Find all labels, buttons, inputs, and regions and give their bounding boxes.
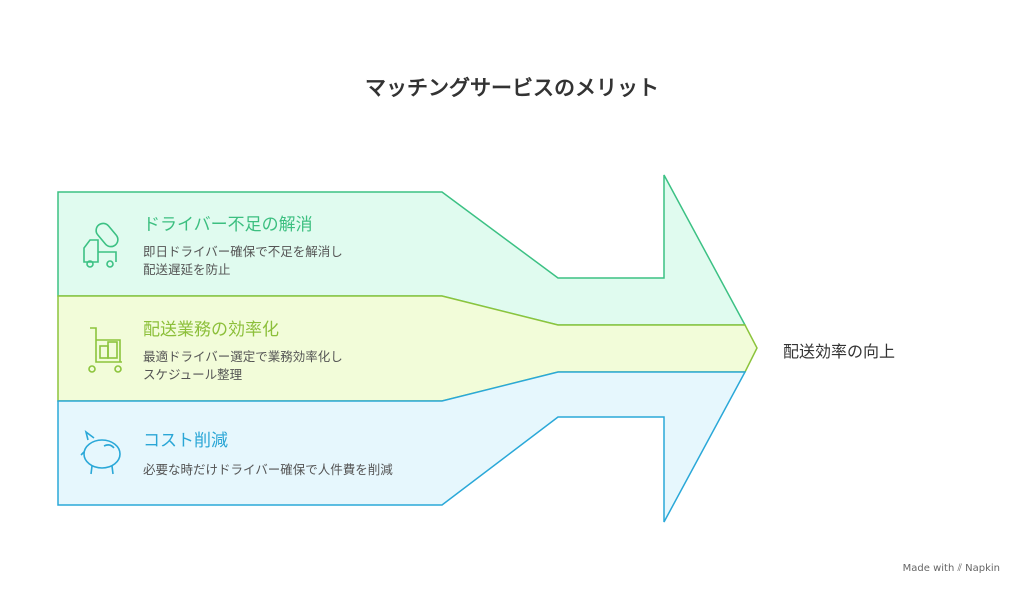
item-desc-efficiency-1: 最適ドライバー選定で業務効率化し [143, 349, 343, 364]
band-cost [57, 371, 747, 523]
item-desc-driver-shortage-1: 即日ドライバー確保で不足を解消し [143, 244, 343, 259]
item-desc-cost: 必要な時だけドライバー確保で人件費を削減 [143, 462, 393, 477]
result-label: 配送効率の向上 [783, 342, 896, 361]
item-title-efficiency: 配送業務の効率化 [143, 320, 279, 340]
item-title-cost: コスト削減 [143, 431, 228, 451]
page-title: マッチングサービスのメリット [365, 76, 659, 100]
cart-boxes-icon [88, 327, 122, 373]
piggy-bank-icon [80, 430, 121, 475]
truck-pill-icon [83, 222, 119, 268]
item-title-driver-shortage: ドライバー不足の解消 [143, 215, 313, 235]
item-desc-efficiency-2: スケジュール整理 [143, 367, 243, 382]
item-desc-driver-shortage-2: 配送遅延を防止 [143, 262, 231, 277]
napkin-credit: Made with ⫽ Napkin [902, 563, 1000, 574]
